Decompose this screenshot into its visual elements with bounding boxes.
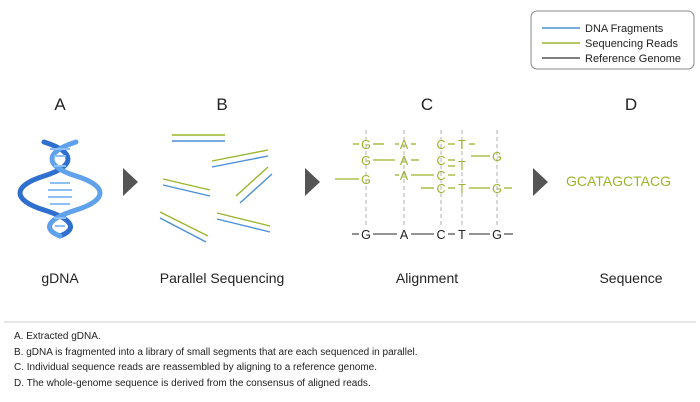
alignment-diagram: G A C T G A C T G A C C T G G T G A C T … — [335, 130, 513, 242]
legend-label-reference: Reference Genome — [585, 53, 681, 65]
read-base: G — [361, 173, 371, 187]
read-base: A — [400, 138, 409, 152]
arrow-right-icon — [123, 168, 138, 196]
reference-base: G — [361, 228, 371, 242]
arrow-right-icon — [305, 168, 320, 196]
arrow-right-icon — [533, 168, 548, 196]
read-base: T — [458, 182, 466, 196]
reference-base: G — [492, 228, 502, 242]
read-base: A — [400, 169, 409, 183]
read-base: C — [436, 182, 445, 196]
step-letter-b: B — [216, 95, 227, 114]
read-line — [162, 178, 211, 191]
step-label-c: Alignment — [396, 270, 458, 286]
caption-note-c: C. Individual sequence reads are reassem… — [14, 362, 377, 373]
read-base: T — [458, 138, 466, 152]
caption-note-b: B. gDNA is fragmented into a library of … — [14, 346, 418, 358]
fragment-line — [159, 217, 207, 243]
read-base: G — [361, 138, 371, 152]
reference-base: C — [436, 228, 445, 242]
step-label-d: Sequence — [599, 270, 662, 286]
read-base: G — [361, 154, 371, 168]
consensus-sequence: GCATAGCTACG — [566, 173, 671, 189]
read-line — [235, 166, 269, 197]
read-base: C — [436, 169, 445, 183]
caption-note-d: D. The whole-genome sequence is derived … — [14, 377, 371, 389]
fragment-line — [211, 155, 269, 168]
fragments-cluster — [159, 134, 273, 243]
fragment-line — [239, 173, 273, 204]
read-base: G — [492, 182, 502, 196]
read-base: C — [436, 154, 445, 168]
read-base: G — [492, 150, 502, 164]
step-letter-c: C — [421, 95, 433, 114]
legend: DNA Fragments Sequencing Reads Reference… — [530, 10, 695, 70]
legend-label-reads: Sequencing Reads — [585, 38, 678, 50]
reference-base: T — [458, 228, 466, 242]
legend-label-fragments: DNA Fragments — [585, 23, 664, 35]
caption-notes: A. Extracted gDNA. B. gDNA is fragmented… — [14, 329, 418, 391]
read-base: C — [436, 138, 445, 152]
read-base: A — [400, 154, 409, 168]
read-base: T — [458, 159, 466, 173]
read-line — [159, 211, 209, 237]
legend-box — [530, 10, 695, 70]
step-label-a: gDNA — [41, 270, 79, 286]
caption-note-a: A. Extracted gDNA. — [14, 331, 101, 342]
dna-helix-icon — [17, 139, 103, 239]
reference-base: A — [400, 228, 409, 242]
fragment-line — [216, 218, 271, 233]
read-base: T — [458, 138, 466, 152]
step-label-b: Parallel Sequencing — [160, 270, 285, 286]
read-line — [216, 212, 271, 227]
read-line — [211, 149, 269, 162]
fragment-line — [162, 184, 211, 197]
step-letter-a: A — [54, 95, 66, 114]
step-letter-d: D — [625, 95, 637, 114]
